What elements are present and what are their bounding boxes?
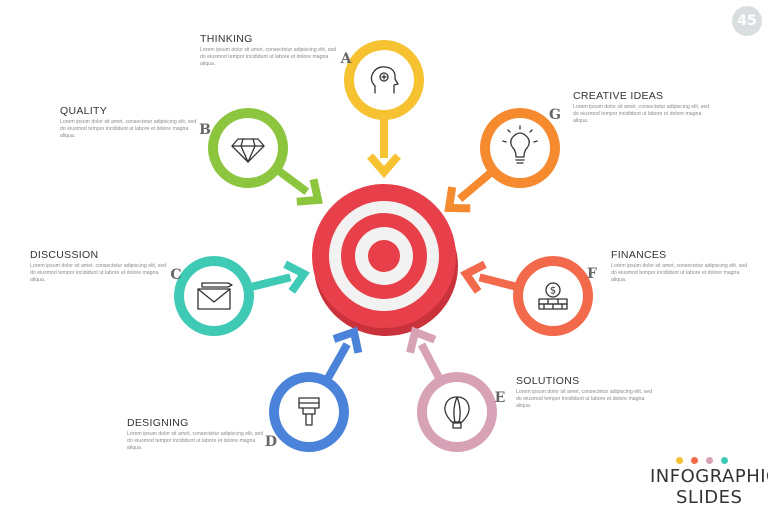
diamond-icon <box>231 138 265 163</box>
logo-text-line1: INFOGRAPHIC <box>650 466 768 487</box>
arrow-b <box>276 167 310 195</box>
arrow-c <box>249 273 292 291</box>
label-e-text: Lorem ipsum dolor sit amet, consectetur … <box>516 389 653 409</box>
light-bulb-icon <box>502 125 538 164</box>
node-inner-d <box>279 382 339 442</box>
hot-air-balloon-icon <box>444 396 470 429</box>
arrow-head-c <box>283 260 310 294</box>
label-e-title: SOLUTIONS <box>516 375 580 387</box>
label-g-title: CREATIVE IDEAS <box>573 90 664 102</box>
slide-number-badge: 45 <box>732 6 762 36</box>
node-d <box>269 326 363 452</box>
arrow-head-g <box>444 186 471 213</box>
node-inner-a <box>354 50 414 110</box>
paint-brush-icon <box>298 397 320 426</box>
arrow-head-a <box>366 153 402 179</box>
node-f: $ <box>460 256 593 336</box>
logo-dot-2 <box>691 457 698 464</box>
arrow-f <box>478 273 518 291</box>
envelope-pencil-icon <box>197 282 233 310</box>
logo-dot-4 <box>721 457 728 464</box>
arrow-head-d <box>332 326 363 354</box>
node-inner-b <box>218 118 278 178</box>
label-d-text: Lorem ipsum dolor sit amet, consectetur … <box>127 431 264 451</box>
arrow-head-e <box>406 326 437 354</box>
node-b <box>208 108 323 206</box>
label-g-text: Lorem ipsum dolor sit amet, consectetur … <box>573 104 710 124</box>
money-stack-icon: $ <box>538 282 568 310</box>
node-c <box>174 256 310 336</box>
letter-g: G <box>549 107 561 123</box>
target-bullseye <box>368 240 400 272</box>
letter-f: F <box>587 266 597 282</box>
label-c-text: Lorem ipsum dolor sit amet, consectetur … <box>30 263 167 283</box>
arrow-head-f <box>460 260 487 294</box>
node-e <box>406 326 497 452</box>
logo-dots <box>676 457 728 464</box>
letter-c: C <box>170 267 181 283</box>
svg-text:$: $ <box>550 286 556 297</box>
arrow-g <box>457 169 494 203</box>
label-c-title: DISCUSSION <box>30 249 99 261</box>
letter-d: D <box>265 434 277 450</box>
logo-dot-3 <box>706 457 713 464</box>
node-inner-e <box>427 382 487 442</box>
label-f-text: Lorem ipsum dolor sit amet, consectetur … <box>611 263 748 283</box>
letter-b: B <box>199 122 211 138</box>
node-g <box>444 108 560 213</box>
node-inner-f <box>523 266 583 326</box>
label-f-title: FINANCES <box>611 249 667 261</box>
letter-e: E <box>495 390 506 406</box>
letter-a: A <box>340 51 353 67</box>
node-a <box>344 40 424 179</box>
logo-text-line2: SLIDES <box>676 487 743 508</box>
target-icon <box>312 184 458 336</box>
label-b-text: Lorem ipsum dolor sit amet, consectetur … <box>60 119 197 139</box>
node-inner-g <box>490 118 550 178</box>
head-thinking-icon <box>370 66 399 94</box>
arrow-e <box>417 342 443 381</box>
label-d-title: DESIGNING <box>127 417 189 429</box>
label-a-text: Lorem ipsum dolor sit amet, consectetur … <box>200 47 337 67</box>
label-b-title: QUALITY <box>60 105 108 117</box>
arrow-head-b <box>296 178 323 206</box>
label-a-title: THINKING <box>200 33 253 45</box>
node-inner-c <box>184 266 244 326</box>
logo-dot-1 <box>676 457 683 464</box>
arrow-d <box>324 342 351 381</box>
